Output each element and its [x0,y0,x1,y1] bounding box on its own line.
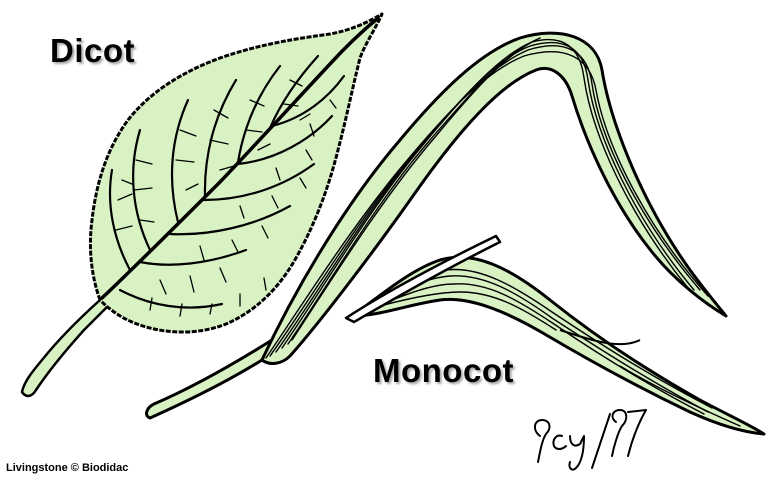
dicot-petiole [22,300,114,396]
dicot-leaf [22,14,382,396]
artist-signature [535,410,646,470]
dicot-label: Dicot [50,32,135,70]
monocot-sheath [147,340,272,418]
monocot-label: Monocot [373,352,514,390]
copyright-credit: Livingstone © Biodidac [6,462,128,474]
